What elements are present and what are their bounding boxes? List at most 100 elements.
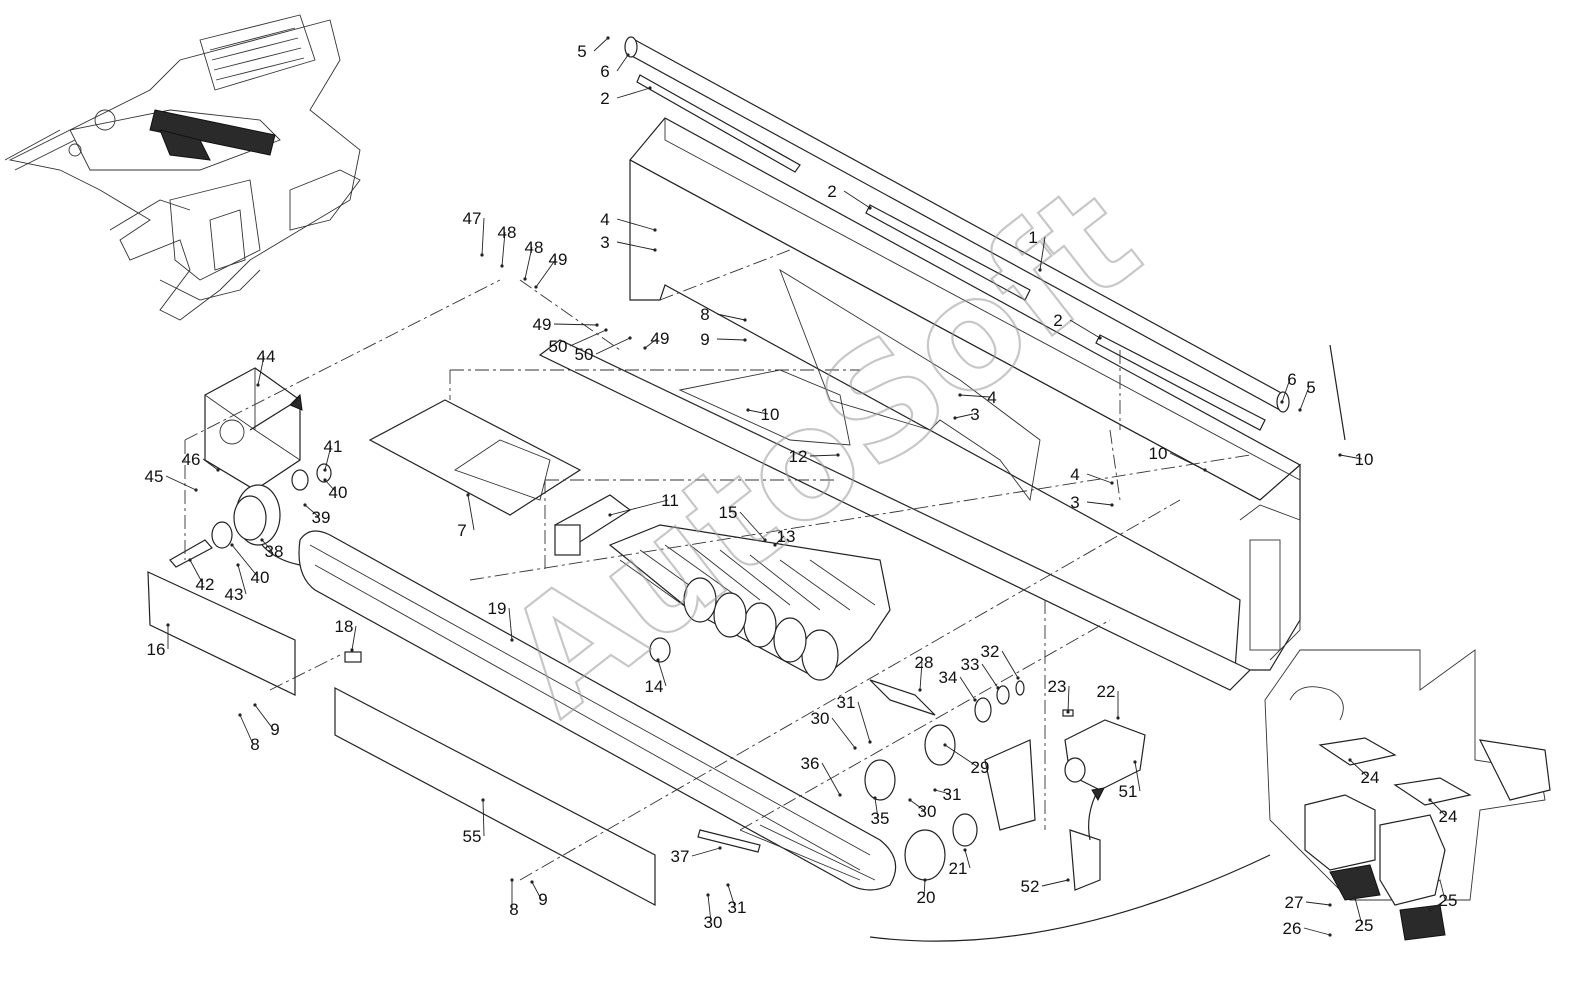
drive-belt: [298, 530, 897, 891]
leader-line-c-31c: [727, 884, 736, 908]
leader-line-c-1: [1039, 236, 1046, 271]
leader-line-c-49b: [553, 323, 598, 326]
leader-line-c-25a: [1354, 897, 1363, 926]
leader-line-c-49a: [535, 258, 557, 288]
callout-c-48b: 48: [525, 238, 544, 257]
callout-c-45: 45: [145, 467, 164, 486]
leader-dot-c-12: [836, 453, 840, 457]
leader-dot-c-49b: [595, 323, 599, 327]
leader-dot-c-50a: [604, 328, 608, 332]
leader-dot-c-9a: [743, 338, 747, 342]
leader-dot-c-43: [236, 563, 240, 567]
leader-line-c-48a: [501, 231, 506, 267]
leader-line-c-55: [482, 799, 485, 837]
callout-c-22: 22: [1097, 682, 1116, 701]
leader-dot-c-4b: [958, 393, 962, 397]
leader-line-c-2c: [1069, 319, 1101, 339]
callout-c-33: 33: [961, 655, 980, 674]
leader-dot-c-40a: [323, 478, 327, 482]
leader-line-c-37: [691, 847, 721, 857]
main-frame: [538, 117, 1302, 691]
leader-dot-c-19: [510, 638, 514, 642]
leader-dot-c-10c: [1338, 453, 1342, 457]
leader-dot-c-24a: [1348, 758, 1352, 762]
callout-c-3a: 3: [600, 233, 609, 252]
small-hardware: [344, 344, 1346, 891]
leader-dot-c-48b: [523, 277, 527, 281]
callout-c-6b: 6: [1287, 370, 1296, 389]
leader-line-c-43: [237, 564, 247, 595]
leader-dot-c-31c: [726, 883, 730, 887]
callout-c-55: 55: [463, 827, 482, 846]
leader-line-c-50a: [569, 329, 607, 347]
callout-c-9b: 9: [270, 720, 279, 739]
leader-dot-c-2b: [868, 206, 872, 210]
callout-c-18: 18: [335, 617, 354, 636]
leader-line-c-9b: [254, 704, 274, 730]
leader-dot-c-9b: [253, 703, 257, 707]
callout-c-11: 11: [661, 491, 679, 510]
callout-c-30c: 30: [704, 913, 723, 932]
leader-line-c-29: [944, 744, 979, 768]
leader-dot-c-8b: [238, 713, 242, 717]
leader-dot-c-22: [1116, 716, 1120, 720]
leader-line-c-45: [165, 475, 197, 491]
callout-c-31a: 31: [837, 693, 856, 712]
leader-line-c-8a: [716, 313, 746, 321]
callout-c-1: 1: [1028, 228, 1037, 247]
leader-dot-c-14: [656, 658, 660, 662]
callout-c-2a: 2: [600, 89, 609, 108]
callout-c-40a: 40: [329, 483, 348, 502]
callout-c-6a: 6: [600, 62, 609, 81]
leader-dot-c-6b: [1280, 400, 1284, 404]
callout-c-2c: 2: [1053, 311, 1062, 330]
callout-c-14: 14: [645, 677, 664, 696]
leader-line-c-20: [923, 879, 926, 898]
leader-dot-c-15: [763, 538, 767, 542]
leader-line-c-35: [874, 797, 879, 819]
machine-overview-inset: [4, 14, 361, 321]
side-cover-16: [147, 571, 296, 696]
callout-c-16: 16: [147, 640, 166, 659]
leader-line-c-24a: [1349, 759, 1369, 778]
callout-c-35: 35: [871, 809, 890, 828]
leader-line-c-15: [739, 511, 766, 541]
callout-c-29: 29: [971, 758, 990, 777]
leader-line-c-7: [467, 494, 475, 531]
callout-c-9a: 9: [700, 330, 709, 349]
leader-line-c-13: [774, 535, 785, 546]
callout-c-25b: 25: [1439, 891, 1458, 910]
leader-dot-c-45: [194, 488, 198, 492]
callout-c-3b: 3: [970, 405, 979, 424]
rails-and-rods: [624, 36, 1290, 431]
leader-line-c-48b: [524, 246, 533, 280]
track-detail-inset: [1264, 649, 1551, 941]
callout-c-36: 36: [801, 754, 820, 773]
leader-line-c-5b: [1299, 386, 1310, 411]
leader-dot-c-20: [923, 878, 927, 882]
callout-c-30b: 30: [918, 802, 937, 821]
leader-line-c-19: [508, 607, 513, 641]
leader-dot-c-28: [918, 688, 922, 692]
leader-dot-c-7: [466, 493, 470, 497]
callout-c-32: 32: [981, 642, 1000, 661]
leader-line-c-30c: [707, 894, 712, 923]
leader-line-c-31a: [857, 701, 871, 743]
leader-dot-c-31a: [868, 740, 872, 744]
leader-dot-c-33: [996, 686, 1000, 690]
leader-line-c-49c: [644, 337, 659, 349]
leader-dot-c-44: [256, 383, 260, 387]
leader-line-c-3a: [616, 241, 656, 251]
leader-line-c-3b: [954, 413, 974, 419]
leader-dot-c-42: [188, 558, 192, 562]
leader-line-c-12: [809, 454, 839, 457]
leader-arrows: [249, 393, 1271, 942]
callout-c-37: 37: [671, 847, 690, 866]
callout-c-20: 20: [917, 888, 936, 907]
leader-dot-c-21: [963, 848, 967, 852]
callout-c-47: 47: [463, 209, 482, 228]
callout-c-49c: 49: [651, 329, 670, 348]
callout-c-51: 51: [1119, 782, 1138, 801]
